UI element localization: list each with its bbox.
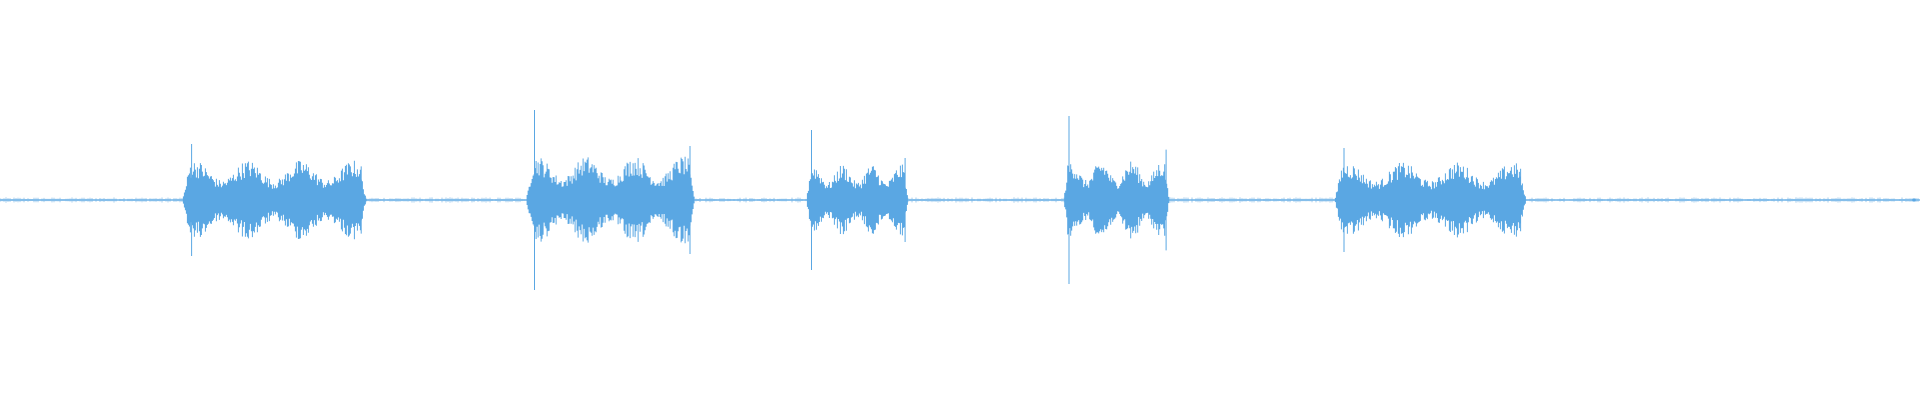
waveform-segment-2 (526, 110, 695, 290)
waveform-segment-5 (1334, 148, 1526, 252)
waveform-segment-3 (806, 130, 908, 270)
waveform-end-marker (1912, 198, 1916, 202)
waveform-segment-1 (182, 144, 367, 256)
waveform-segment-4 (1064, 116, 1170, 284)
